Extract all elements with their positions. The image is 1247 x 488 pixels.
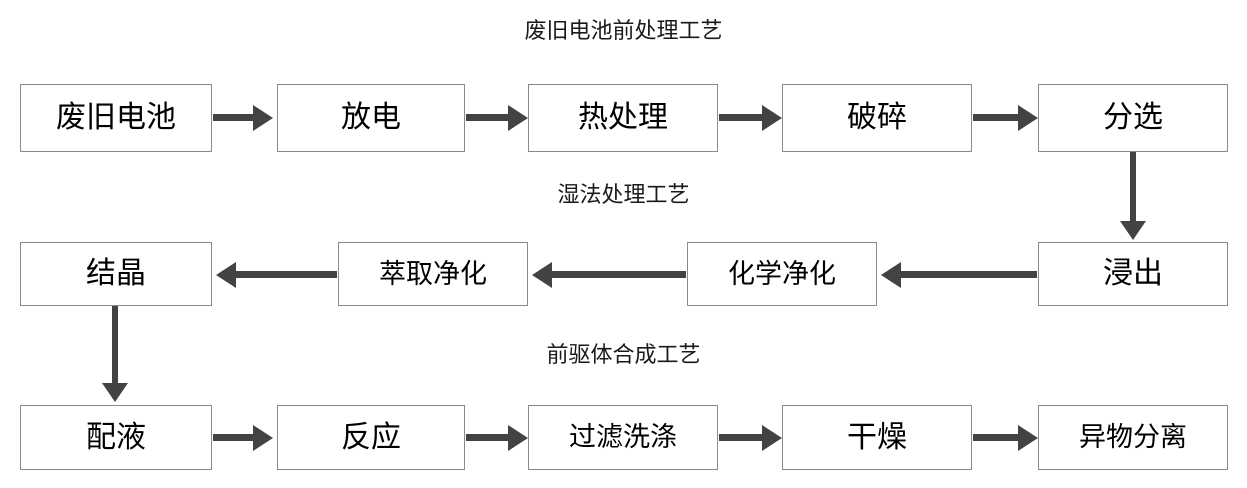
node-solution-preparation[interactable]: 配液 [20,405,212,470]
arrow-shaft [213,114,256,121]
node-heat-treatment[interactable]: 热处理 [528,84,718,152]
arrow-head-right-icon [508,424,528,451]
arrow-shaft [466,434,511,441]
arrow-shaft [1130,152,1136,224]
arrow-head-down-icon [102,383,128,402]
arrow-shaft [973,114,1021,121]
arrow-head-right-icon [762,424,782,451]
node-sorting[interactable]: 分选 [1038,84,1228,152]
section-title-pretreatment: 废旧电池前处理工艺 [524,18,723,43]
arrow-head-down-icon [1120,221,1146,240]
arrow-crushing-to-sorting [973,104,1038,131]
arrow-shaft [719,114,765,121]
arrow-head-left-icon [532,261,552,288]
node-crushing[interactable]: 破碎 [782,84,972,152]
node-chemical-purification[interactable]: 化学净化 [687,242,877,306]
arrow-shaft [112,306,118,386]
arrow-shaft [719,434,765,441]
arrow-extraction-to-crystallization [216,261,337,288]
connector-sorting-to-leaching [1120,152,1146,240]
arrow-shaft [213,434,256,441]
arrow-leaching-to-chemical [881,261,1037,288]
arrow-filtration-to-drying [719,424,782,451]
node-reaction[interactable]: 反应 [277,405,465,470]
arrow-waste-battery-to-discharge [213,104,273,131]
node-crystallization[interactable]: 结晶 [20,242,212,306]
arrow-head-right-icon [508,104,528,131]
node-leaching[interactable]: 浸出 [1038,242,1228,306]
arrow-shaft [466,114,511,121]
node-waste-battery[interactable]: 废旧电池 [20,84,212,152]
node-foreign-matter-separation[interactable]: 异物分离 [1038,405,1228,470]
arrow-shaft [973,434,1021,441]
arrow-head-right-icon [762,104,782,131]
node-drying[interactable]: 干燥 [782,405,972,470]
arrow-heat-treatment-to-crushing [719,104,782,131]
arrow-head-left-icon [216,261,236,288]
arrow-shaft [549,271,686,278]
arrow-shaft [898,271,1037,278]
node-extraction-purification[interactable]: 萃取净化 [338,242,528,306]
arrow-discharge-to-heat-treatment [466,104,528,131]
connector-crystallization-to-solution-preparation [102,306,128,402]
arrow-head-left-icon [881,261,901,288]
arrow-head-right-icon [253,424,273,451]
node-filtration-washing[interactable]: 过滤洗涤 [528,405,718,470]
arrow-chemical-to-extraction [532,261,686,288]
arrow-head-right-icon [1018,424,1038,451]
section-title-hydrometallurgy: 湿法处理工艺 [557,182,690,207]
arrow-head-right-icon [253,104,273,131]
arrow-solution-to-reaction [213,424,273,451]
section-title-precursor-synthesis: 前驱体合成工艺 [546,342,701,367]
arrow-reaction-to-filtration-washing [466,424,528,451]
node-discharge[interactable]: 放电 [277,84,465,152]
arrow-drying-to-foreign-matter-separation [973,424,1038,451]
arrow-shaft [233,271,337,278]
arrow-head-right-icon [1018,104,1038,131]
